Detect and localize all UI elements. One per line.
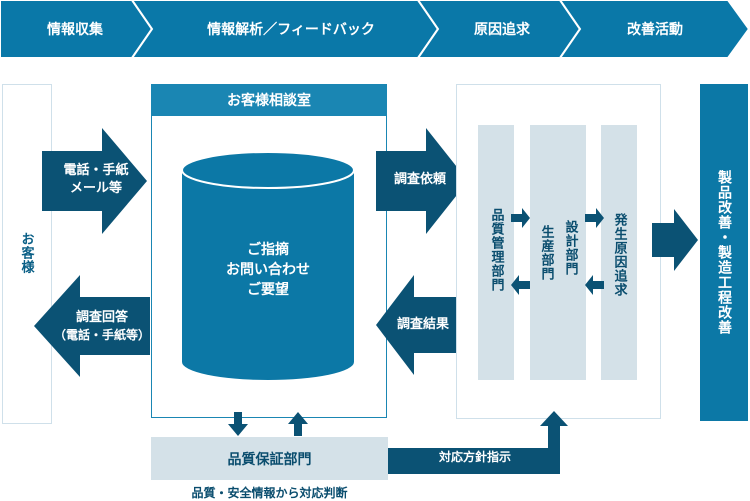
banner-step-1-label: 情報収集 (47, 22, 103, 38)
cause-pursuit-label: 発生原因追求 (611, 213, 627, 297)
quality-dept: 品質管理部門 (478, 200, 514, 300)
dept-arrow-left-2 (585, 275, 604, 295)
product-improvement-label: 製品改善・製造工程改善 (716, 170, 732, 335)
inbound-arrow (42, 128, 147, 234)
design-dept-label: 設計部門 (562, 219, 578, 276)
reply-text: 調査回答 （電話・手紙等） (52, 297, 152, 355)
dept-arrow-right-1 (511, 208, 530, 228)
inbound-line-1: 電話・手紙 (63, 162, 129, 178)
reply-line-2: （電話・手紙等） (53, 327, 150, 342)
result-arrow (376, 275, 456, 375)
policy-arrow-shape (388, 411, 568, 474)
banner-chevron-3 (416, 0, 582, 58)
database-line-1: ご指摘 (247, 241, 289, 258)
request-text: 調査依頼 (380, 168, 460, 192)
reply-line-1: 調査回答 (75, 309, 128, 325)
banner-step-4: 改善活動 (575, 0, 735, 58)
policy-arrow (388, 411, 568, 474)
customer-label: お客様 (2, 84, 50, 422)
policy-label: 対応方針指示 (438, 449, 511, 464)
qa-arrows (228, 412, 308, 436)
banner-chevron-2 (130, 0, 440, 58)
improvement-arrow (652, 209, 698, 271)
result-text: 調査結果 (388, 313, 458, 337)
production-dept-label: 生産部門 (538, 224, 554, 281)
qa-down-arrow (228, 412, 248, 436)
production-design-bar (530, 125, 586, 380)
qa-note-text: 品質・安全情報から対応判断 (191, 485, 348, 500)
inbound-arrow-shape (42, 128, 147, 234)
request-label: 調査依頼 (393, 171, 446, 187)
design-dept: 設計部門 (558, 210, 582, 285)
reply-arrow-shape (34, 275, 150, 377)
database-cylinder (181, 151, 355, 380)
consult-room-header: お客様相談室 (151, 84, 387, 116)
request-arrow-shape (376, 128, 468, 234)
production-dept: 生産部門 (534, 210, 558, 295)
quality-dept-label: 品質管理部門 (488, 208, 504, 292)
result-label: 調査結果 (396, 316, 449, 332)
cylinder-top (181, 151, 355, 189)
cylinder-body (182, 170, 354, 380)
cause-pursuit: 発生原因追求 (601, 200, 637, 310)
qa-dept-label: 品質保証部門 (227, 451, 312, 468)
improvement-arrow-shape (652, 209, 698, 271)
qa-up-arrow (288, 412, 308, 436)
reply-arrow (34, 275, 150, 377)
dept-arrow-right-2 (585, 208, 604, 228)
database-line-2: お問い合わせ (226, 261, 310, 278)
inbound-line-2: メール等 (69, 181, 122, 196)
qa-note: 品質・安全情報から対応判断 (151, 484, 388, 500)
quality-dept-bar (478, 125, 514, 380)
banner-chevron-4 (558, 0, 750, 58)
request-arrow (376, 128, 468, 234)
inbound-text: 電話・手紙 メール等 (46, 150, 146, 210)
banner-chevrons (0, 0, 750, 58)
qa-dept-box: 品質保証部門 (151, 437, 388, 480)
database-line-3: ご要望 (247, 282, 289, 299)
banner-step-3-label: 原因追求 (474, 22, 530, 38)
policy-text: 対応方針指示 (400, 446, 550, 468)
consult-room-title: お客様相談室 (227, 93, 311, 109)
banner-step-4-label: 改善活動 (627, 22, 683, 38)
dept-arrow-left-1 (511, 275, 530, 295)
dept-arrows (511, 208, 604, 295)
product-improvement-box: 製品改善・製造工程改善 (700, 84, 748, 421)
database-text: ご指摘 お問い合わせ ご要望 (182, 230, 354, 310)
result-arrow-shape (376, 275, 456, 375)
banner-step-2: 情報解析／フィードバック (150, 0, 432, 58)
customer-label-text: お客様 (18, 232, 34, 274)
banner-step-2-label: 情報解析／フィードバック (207, 22, 375, 38)
banner-step-1: 情報収集 (0, 0, 150, 58)
cause-bar (601, 125, 637, 380)
banner-step-3: 原因追求 (432, 0, 572, 58)
customer-panel (2, 84, 52, 424)
